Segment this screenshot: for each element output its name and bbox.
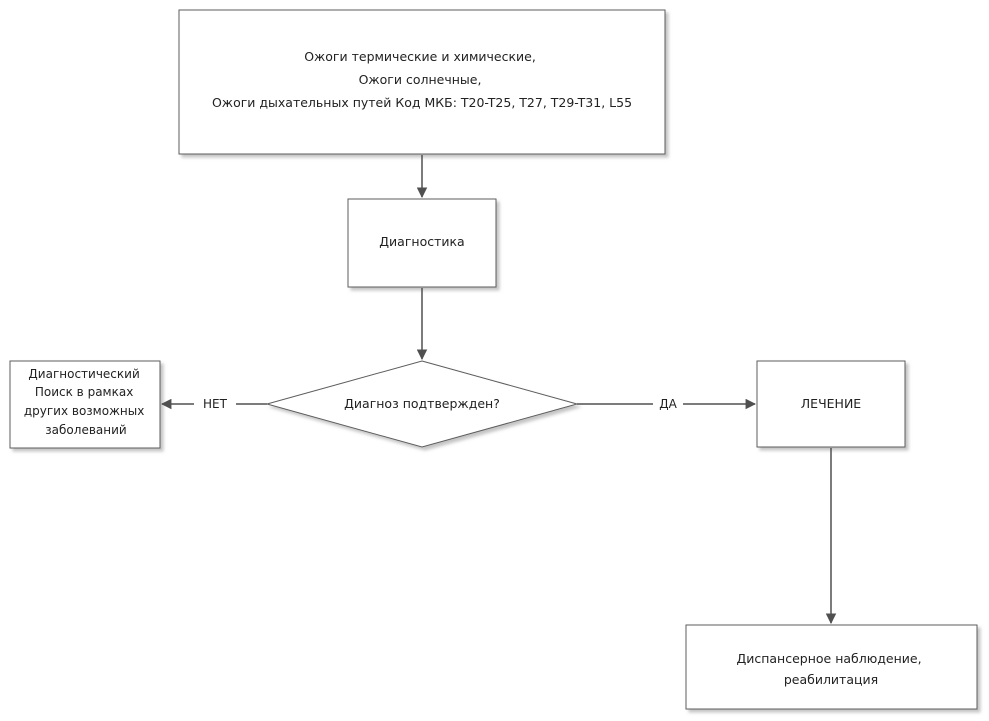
edge-yes-label: ДА	[659, 397, 677, 411]
diagnostics-node: Диагностика	[347, 198, 497, 288]
start-line-3: Ожоги дыхательных путей Код МКБ: T20-T25…	[212, 95, 632, 110]
treatment-label: ЛЕЧЕНИЕ	[801, 396, 862, 411]
svg-text:Ожоги термические и химические: Ожоги термические и химические, Ожоги со…	[212, 49, 632, 110]
svg-text:Диспансерное наблюдение,: Диспансерное наблюдение, реабилитация	[736, 651, 925, 687]
search-line-4: заболеваний	[45, 423, 126, 437]
decision-label: Диагноз подтвержден?	[344, 396, 500, 411]
search-line-3: других возможных	[24, 404, 144, 418]
followup-node: Диспансерное наблюдение, реабилитация	[685, 624, 978, 710]
followup-line-1: Диспансерное наблюдение,	[736, 651, 921, 666]
search-line-2: Поиск в рамках	[35, 385, 133, 399]
svg-text:Диагностический Поиск в: Диагностический Поиск в рамках других во…	[24, 367, 148, 437]
search-line-1: Диагностический	[28, 367, 139, 381]
start-line-2: Ожоги солнечные,	[359, 72, 482, 87]
treatment-node: ЛЕЧЕНИЕ	[756, 360, 906, 448]
edge-yes: ДА	[577, 397, 757, 411]
start-node: Ожоги термические и химические, Ожоги со…	[178, 9, 666, 155]
decision-node: Диагноз подтвержден?	[265, 360, 579, 448]
search-node: Диагностический Поиск в рамках других во…	[9, 360, 161, 449]
edge-no-label: НЕТ	[203, 397, 228, 411]
start-line-1: Ожоги термические и химические,	[304, 49, 536, 64]
edge-no: НЕТ	[160, 397, 267, 411]
followup-line-2: реабилитация	[784, 672, 878, 687]
diagnostics-label: Диагностика	[379, 234, 464, 249]
